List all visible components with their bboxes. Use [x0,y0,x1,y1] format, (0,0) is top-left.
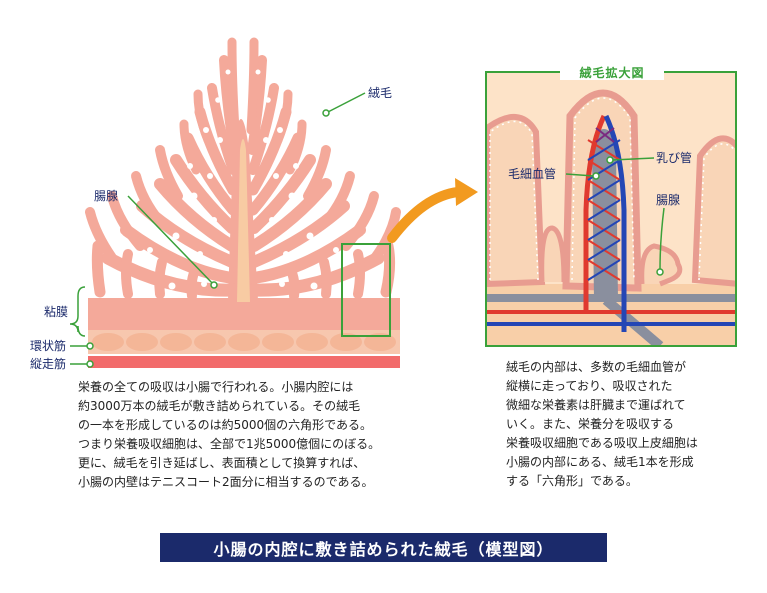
villus-pores [106,69,380,290]
inset: 絨毛拡大図 毛細血管 乳び管 腸腺 [485,64,737,347]
label-circular-muscle: 環状筋 [30,338,66,353]
label-mucosa: 粘膜 [44,304,68,319]
description-line: 小腸の内壁はテニスコート2面分に相当するのである。 [78,475,374,489]
description-line: の一本を形成しているのは約5000個の六角形である。 [78,418,373,432]
inset-gland-left [539,225,567,283]
inset-villus-right [691,135,735,287]
description-line: 更に、絨毛を引き延ばし、表面積として換算すれば、 [78,456,366,470]
description-left: 栄養の全ての吸収は小腸で行われる。小腸内腔には約3000万本の絨毛が敷き詰められ… [78,378,380,492]
inset-label-gland: 腸腺 [656,193,680,207]
description-right: 絨毛の内部は、多数の毛細血管が縦横に走っており、吸収された微細な栄養素は肝臓まで… [506,358,698,491]
left-callout-dots [86,109,330,368]
description-line: 絨毛の内部は、多数の毛細血管が [506,360,687,374]
description-line: する「六角形」である。 [506,474,638,488]
villus-branches-left [85,37,240,301]
zoom-arrow-head [455,178,478,206]
label-villus: 絨毛 [368,86,392,100]
description-line: 小腸の内部にある、絨毛1本を形成 [506,455,694,469]
villus-branches-right [246,37,401,301]
caption-text: 小腸の内腔に敷き詰められた絨毛（模型図） [213,539,554,559]
description-line: つまり栄養吸収細胞は、全部で1兆5000億個にのぼる。 [78,437,381,451]
description-line: 栄養吸収細胞である吸収上皮細胞は [506,436,698,450]
circular-muscle-bumps [92,333,396,351]
villus-core [237,139,250,302]
description-line: いく。また、栄養分を吸収する [506,417,675,431]
inset-label-capillary: 毛細血管 [508,166,556,181]
villus-cluster [85,37,401,368]
longitudinal-muscle-layer [88,356,400,368]
inset-label-lacteal: 乳び管 [656,150,692,165]
description-line: 縦横に走っており、吸収された [506,379,673,393]
inset-title: 絨毛拡大図 [579,65,644,80]
zoom-highlight-box [341,243,391,337]
description-line: 微細な栄養素は肝臓まで運ばれて [506,398,686,412]
inset-title-bg [560,64,664,80]
inset-villus-left [487,113,546,288]
inset-capillary-mesh [587,127,621,281]
description-line: 約3000万本の絨毛が敷き詰められている。その絨毛 [78,399,361,413]
mucosa-base [88,298,400,330]
zoom-arrow [387,187,463,243]
description-line: 栄養の全ての吸収は小腸で行われる。小腸内腔には [78,380,354,394]
figure-caption: 小腸の内腔に敷き詰められた絨毛（模型図） [160,533,607,562]
label-longitudinal-muscle: 縦走筋 [30,356,66,371]
left-callouts [69,92,366,365]
label-intestinal-gland: 腸腺 [94,189,118,203]
